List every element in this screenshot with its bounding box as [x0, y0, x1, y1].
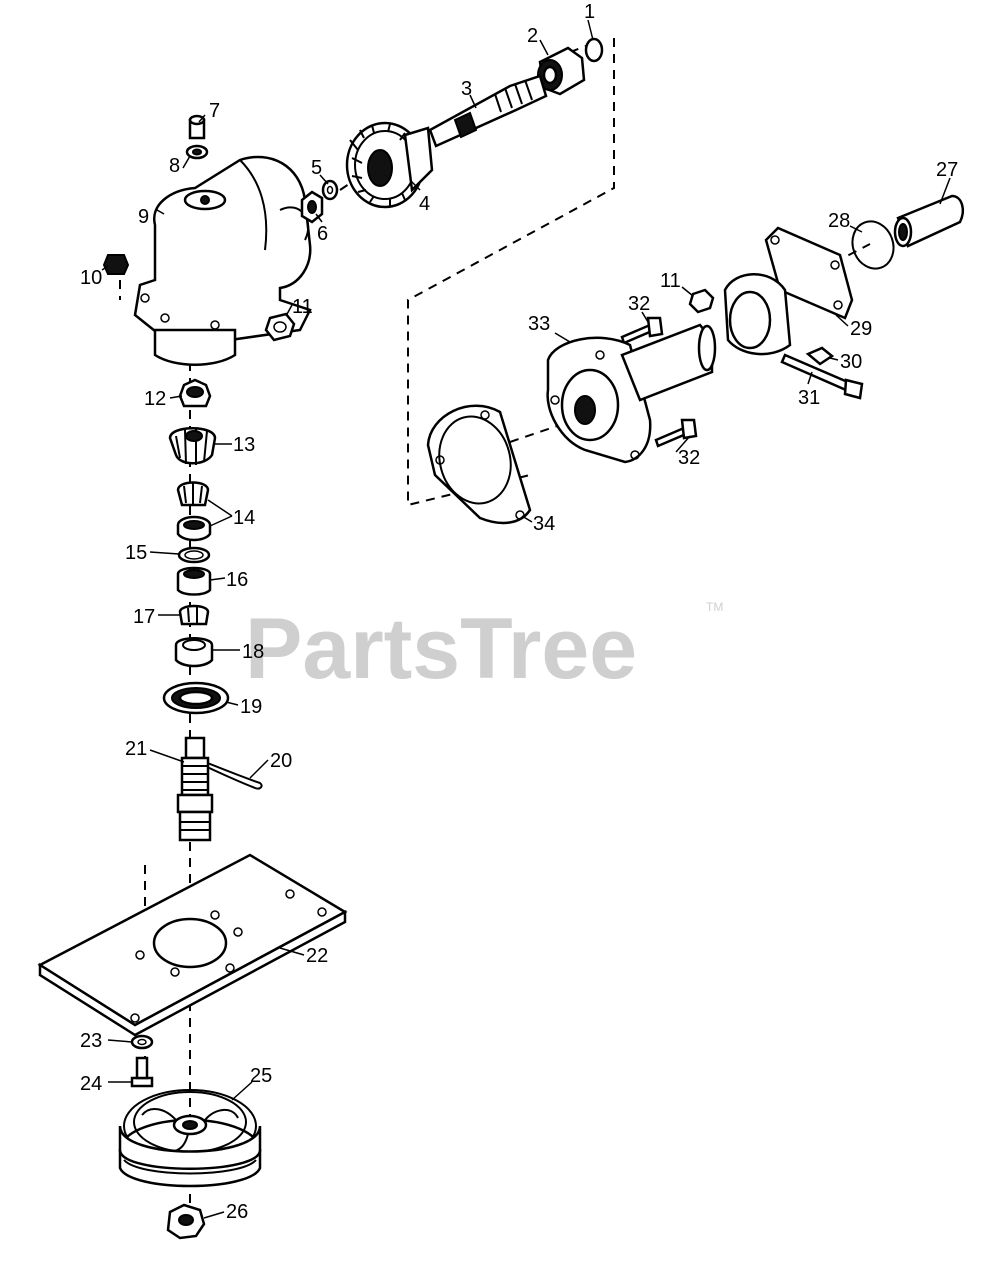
callout-24: 24	[80, 1073, 102, 1095]
bushing-27	[893, 194, 964, 248]
callout-5: 5	[311, 157, 322, 179]
callout-11-left: 11	[292, 296, 313, 318]
seal-18	[174, 637, 214, 668]
nut-11-left	[264, 312, 296, 342]
bearing-cup-14	[176, 515, 212, 542]
callout-19: 19	[240, 696, 262, 718]
pinion-shaft-3	[428, 74, 548, 148]
castle-nut-12	[178, 378, 212, 408]
callout-labels: 1 2 3 4 5 6 7 8 9 10 11 11 12 13 14 15 1…	[80, 1, 958, 1223]
callout-11-right: 11	[660, 270, 681, 292]
grease-fitting-30	[805, 346, 835, 366]
mounting-plate-22	[37, 853, 348, 1037]
washer-23	[130, 1034, 154, 1050]
callout-4: 4	[419, 193, 430, 215]
callout-29: 29	[850, 318, 872, 340]
pinion-gear-13	[168, 427, 217, 465]
nut-10	[102, 254, 130, 275]
output-shaft-21	[176, 736, 214, 842]
callout-10: 10	[80, 267, 102, 289]
bolt-24	[130, 1056, 154, 1088]
washer-8	[185, 144, 209, 160]
callout-34: 34	[533, 513, 555, 535]
bearing-cup-16	[176, 566, 212, 596]
callout-23: 23	[80, 1030, 102, 1052]
callout-28: 28	[828, 210, 850, 232]
nut-11-right	[688, 288, 715, 314]
callout-33: 33	[528, 313, 550, 335]
watermark-brand: PartsTree	[245, 601, 637, 697]
callout-27: 27	[936, 159, 958, 181]
spacer-15	[177, 546, 211, 564]
gear-housing-33	[546, 323, 717, 464]
bearing-2	[537, 46, 586, 96]
callout-32-lower: 32	[678, 447, 700, 469]
grease-fitting-7	[188, 114, 206, 140]
callout-25: 25	[250, 1065, 272, 1087]
callout-32-upper: 32	[628, 293, 650, 315]
callout-15: 15	[125, 542, 147, 564]
cotter-pin-20	[204, 761, 263, 790]
pulley-25	[118, 1089, 262, 1188]
callout-3: 3	[461, 78, 472, 100]
callout-1: 1	[584, 1, 595, 23]
nut-26	[166, 1203, 206, 1240]
bevel-gear-4	[345, 121, 434, 209]
callout-7: 7	[209, 100, 220, 122]
callout-12: 12	[144, 388, 166, 410]
snap-ring-1	[584, 37, 604, 63]
callout-2: 2	[527, 25, 538, 47]
leader-lines	[101, 19, 951, 1219]
callout-30: 30	[840, 351, 862, 373]
bearing-cone-17	[178, 604, 210, 626]
callout-18: 18	[242, 641, 264, 663]
callout-16: 16	[226, 569, 248, 591]
callout-26: 26	[226, 1201, 248, 1223]
callout-8: 8	[169, 155, 180, 177]
bolt-32-upper	[620, 316, 664, 345]
bolt-32-lower	[654, 418, 698, 448]
callout-13: 13	[233, 434, 255, 456]
watermark-trademark: TM	[706, 600, 723, 614]
snap-ring-28	[851, 220, 895, 270]
callout-9: 9	[138, 206, 149, 228]
callout-20: 20	[270, 750, 292, 772]
dust-seal-19	[162, 681, 230, 715]
gearbox-housing	[133, 155, 312, 366]
callout-31: 31	[798, 387, 820, 409]
callout-6: 6	[317, 223, 328, 245]
callout-21: 21	[125, 738, 147, 760]
washer-5	[321, 179, 339, 201]
callout-22: 22	[306, 945, 328, 967]
gasket-34	[426, 404, 532, 525]
bearing-cone-14	[176, 481, 210, 507]
bracket-29	[723, 226, 854, 356]
callout-14: 14	[233, 507, 255, 529]
callout-17: 17	[133, 606, 155, 628]
bolt-31	[780, 353, 864, 400]
